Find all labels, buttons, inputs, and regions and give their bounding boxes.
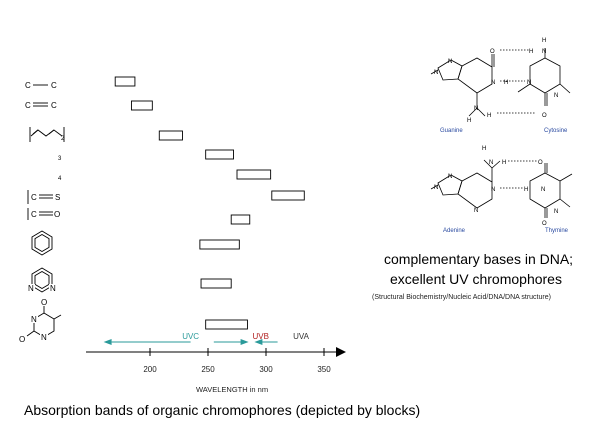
atom-n: N (448, 59, 452, 65)
region-arrowhead (240, 339, 249, 345)
band-block-polyene-3 (205, 149, 234, 160)
atom-h: H (482, 146, 486, 152)
atom-n: N (434, 70, 438, 76)
atom-c: C (51, 81, 57, 90)
structure-c-c: C C (25, 81, 57, 90)
atom-n: N (434, 185, 438, 191)
structure-pyrimidine: N N (27, 267, 57, 293)
atom-c: C (51, 101, 57, 110)
polyene-subscript-3: 3 (58, 156, 62, 162)
atom-h: H (542, 38, 546, 44)
band-block-benzene (199, 239, 240, 250)
atom-n: N (491, 80, 495, 86)
atom-o: O (538, 160, 543, 166)
atom-o: O (542, 221, 547, 227)
atom-o: O (19, 335, 25, 344)
atom-n: N (491, 187, 495, 193)
atom-n: N (474, 208, 478, 214)
label-thymine: Thymine (545, 228, 569, 234)
band-block-thiocarbonyl (271, 190, 305, 201)
band-block-pyrimidine (200, 278, 232, 289)
polyene-subscript-4: 4 (58, 176, 62, 182)
axis-arrowhead (336, 347, 346, 357)
guanine-cytosine-pair: O H N H N H N N H H O N N N (430, 38, 571, 124)
region-uva: UVA (254, 332, 310, 345)
atom-s: S (55, 193, 60, 202)
region-arrowhead (254, 339, 263, 345)
structure-uracil: O O N N (19, 298, 62, 344)
atom-o: O (542, 113, 547, 119)
atom-c: C (31, 193, 37, 202)
structure-c-double-o: C O (27, 208, 60, 220)
slide-caption: Absorption bands of organic chromophores… (24, 402, 421, 418)
band-block-C-C (114, 76, 136, 87)
atom-o: O (41, 298, 47, 307)
atom-h: H (529, 49, 533, 55)
adenine-thymine-pair: H N H O N H N N N N O N (430, 146, 573, 227)
absorption-bands (114, 76, 305, 330)
dna-caption-line2: excellent UV chromophores (390, 271, 562, 287)
atom-n: N (541, 187, 545, 193)
atom-n: N (50, 284, 56, 293)
atom-n: N (554, 93, 558, 99)
atom-c: C (25, 81, 31, 90)
atom-h: H (524, 187, 528, 193)
atom-n: N (542, 49, 546, 55)
uv-regions: UVC UVB UVA (103, 332, 310, 345)
band-block-uracil (205, 319, 248, 330)
atom-n: N (474, 106, 478, 112)
atom-n: N (489, 160, 493, 166)
atom-n: N (448, 174, 452, 180)
atom-n: N (28, 284, 34, 293)
atom-n: N (527, 80, 531, 86)
chromophore-structures: C C C C 2 3 4 (19, 81, 65, 344)
atom-h: H (467, 118, 471, 124)
region-label: UVC (182, 332, 199, 341)
axis-tick-label: 250 (201, 365, 215, 374)
polyene-subscript: 2 (61, 136, 65, 142)
band-block-polyene (158, 130, 183, 141)
atom-h: H (502, 160, 506, 166)
region-uvb: UVB (213, 332, 269, 345)
region-arrowhead (103, 339, 112, 345)
label-adenine: Adenine (443, 228, 466, 234)
atom-n: N (41, 333, 47, 342)
atom-h: H (487, 113, 491, 119)
structure-c-double-s: C S (27, 190, 60, 204)
atom-o: O (490, 49, 495, 55)
atom-o: O (54, 210, 60, 219)
label-cytosine: Cytosine (544, 128, 568, 134)
axis-tick-label: 300 (259, 365, 273, 374)
region-label: UVB (253, 332, 269, 341)
atom-n: N (31, 315, 37, 324)
structure-polyene: 2 3 4 (29, 127, 65, 182)
axis-tick-label: 350 (317, 365, 331, 374)
region-label: UVA (293, 332, 310, 341)
label-guanine: Guanine (440, 128, 463, 134)
dna-base-pairs: O H N H N H N N H H O N N N (430, 38, 573, 234)
region-uvc: UVC (103, 332, 199, 345)
structure-benzene (31, 230, 53, 256)
band-block-polyene-4 (236, 169, 272, 180)
band-block-carbonyl (230, 214, 251, 225)
atom-h: H (504, 80, 508, 86)
atom-n: N (554, 209, 558, 215)
axis-tick-label: 200 (143, 365, 157, 374)
wavelength-axis: WAVELENGTH in nm 200 250 300 350 (86, 347, 346, 394)
atom-c: C (31, 210, 37, 219)
atom-c: C (25, 101, 31, 110)
dna-caption-line1: complementary bases in DNA; (384, 251, 574, 267)
axis-label: WAVELENGTH in nm (196, 385, 268, 394)
band-block-C=C (130, 100, 153, 111)
dna-source-note: (Structural Biochemistry/Nucleic Acid/DN… (372, 294, 551, 301)
structure-c-double-c: C C (25, 101, 57, 110)
